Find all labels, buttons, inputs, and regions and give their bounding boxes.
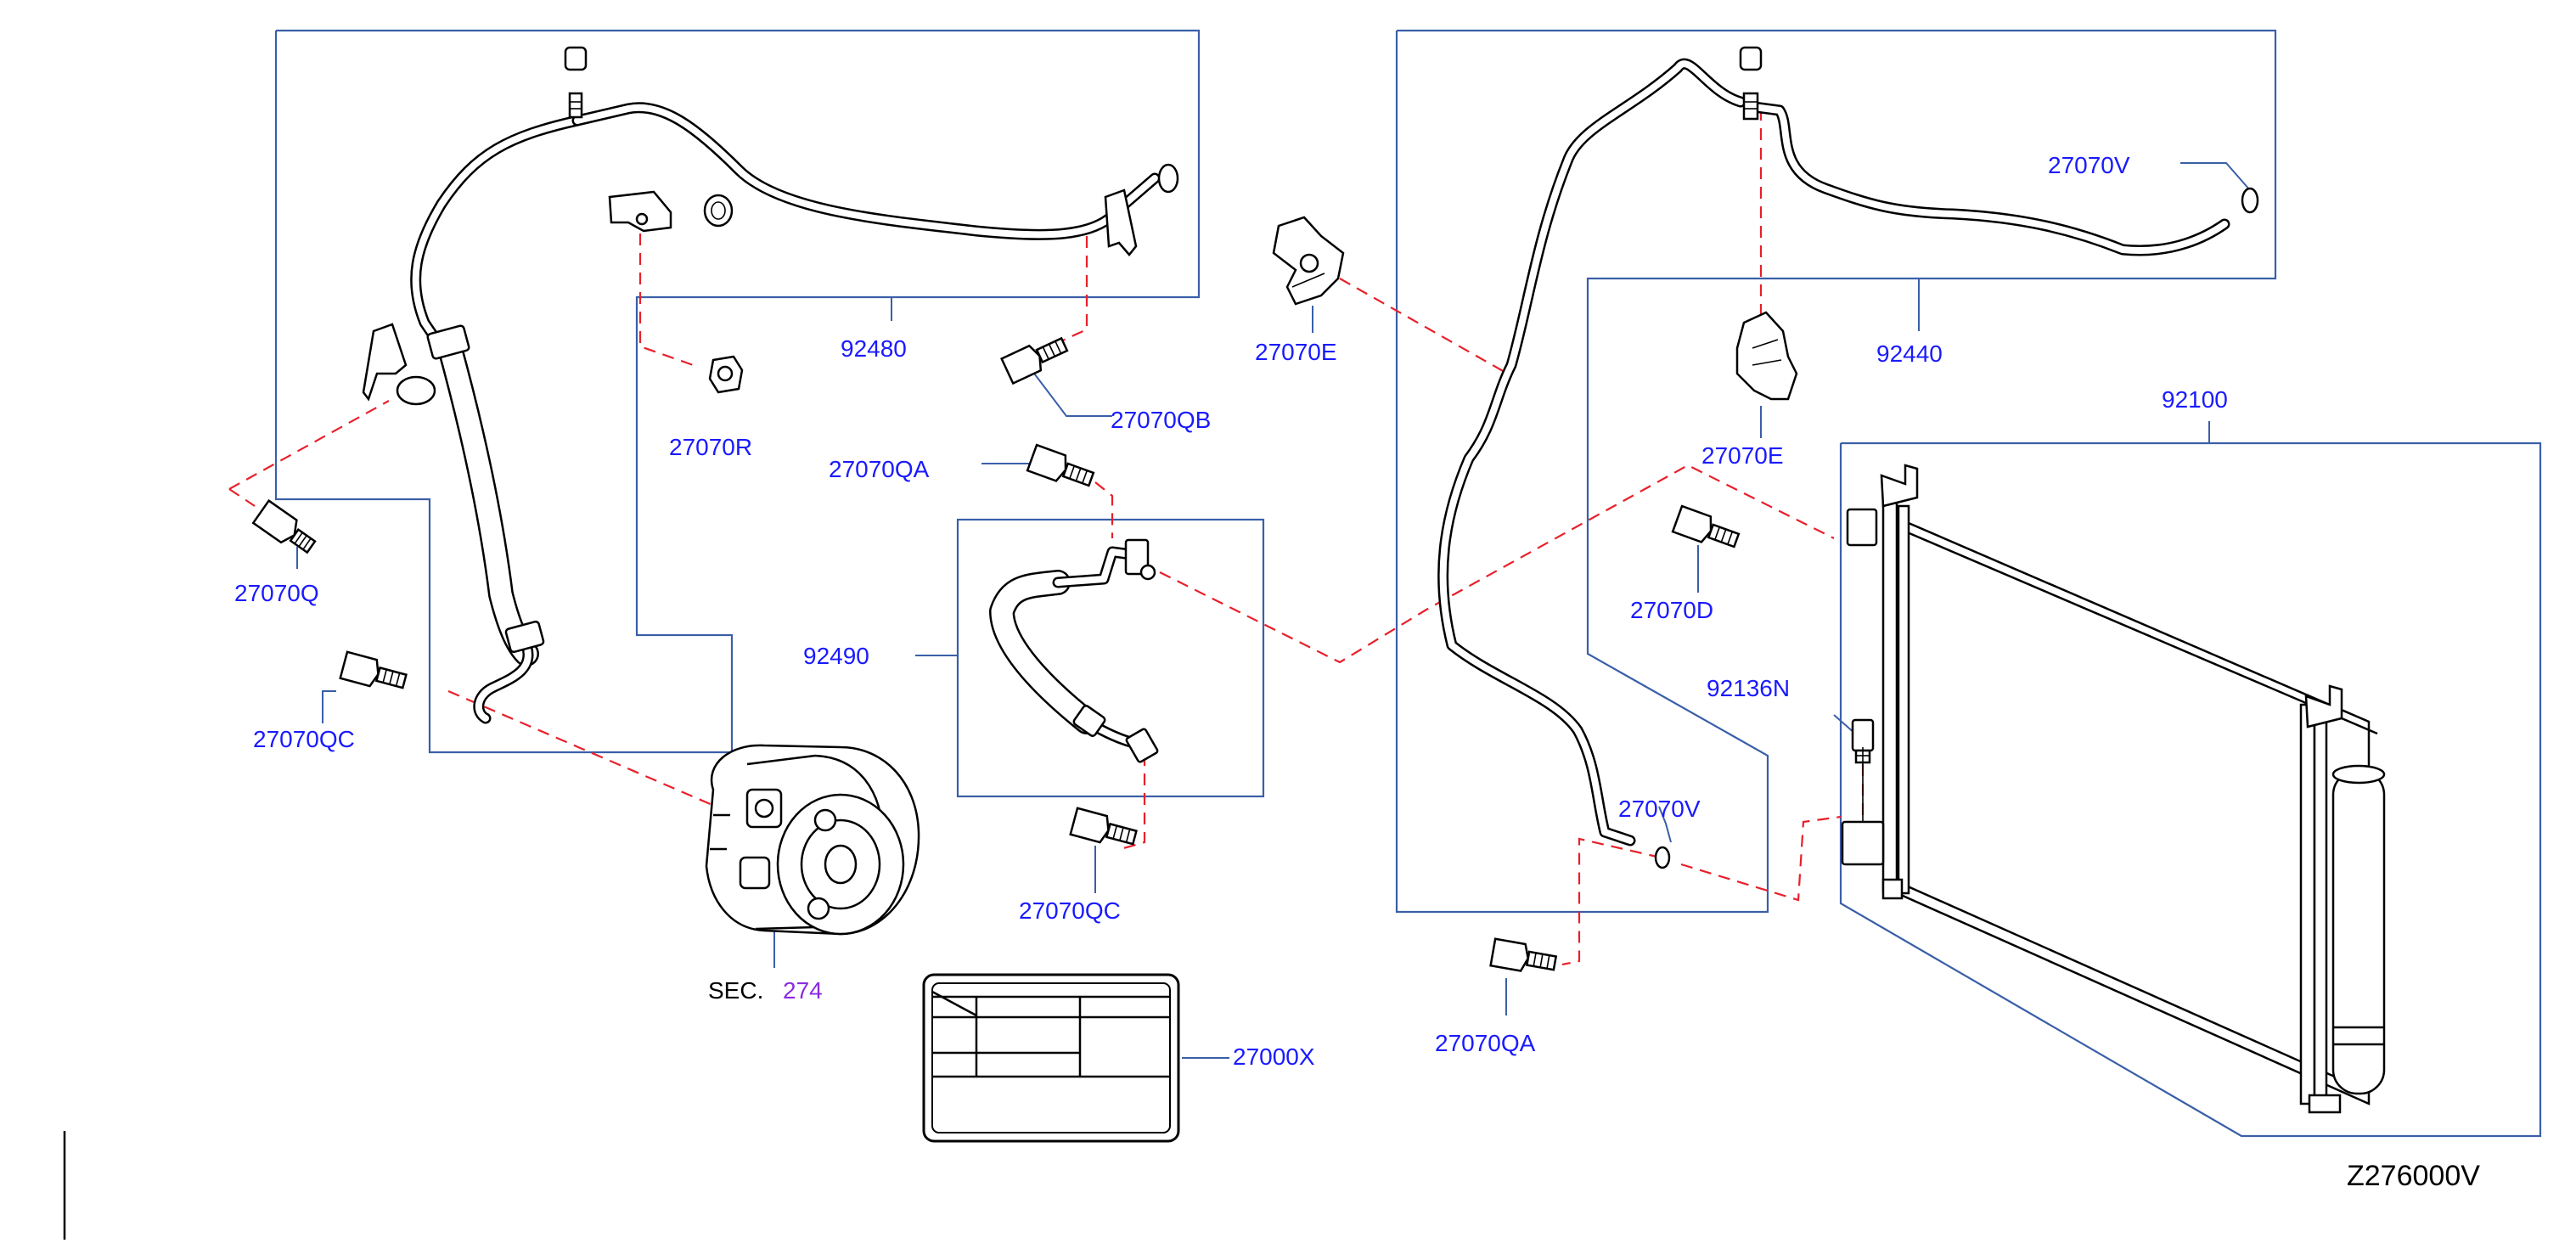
label-27070r: 27070R xyxy=(669,434,752,460)
condenser-92100 xyxy=(1841,464,2386,1114)
bolt-27070qb xyxy=(1000,336,1069,385)
clip-right xyxy=(1104,188,1138,256)
label-27070qc-mid: 27070QC xyxy=(1019,897,1121,924)
o-ring-top-left xyxy=(1157,163,1179,194)
frame-92440-top xyxy=(1395,29,2277,914)
label-92440: 92440 xyxy=(1876,340,1943,367)
cap-left xyxy=(564,46,588,119)
label-92100: 92100 xyxy=(2162,386,2228,413)
part-labels: 92480 92440 92100 92490 92136N 27070R 27… xyxy=(234,152,2480,1192)
pipe-92490 xyxy=(989,538,1159,763)
bolt-27070qc-left xyxy=(339,650,408,689)
label-92136n: 92136N xyxy=(1707,675,1790,701)
label-27070e-right: 27070E xyxy=(1701,442,1784,469)
bolt-27070qa-top xyxy=(1026,443,1095,487)
o-ring-top-right xyxy=(2241,187,2259,214)
label-27070qb: 27070QB xyxy=(1111,407,1211,433)
frame-92100 xyxy=(1839,442,2542,1138)
bracket-27070e-right xyxy=(1735,311,1798,401)
label-27070q: 27070Q xyxy=(234,580,319,606)
frame-92490 xyxy=(956,518,1265,798)
pipe-92440 xyxy=(1437,58,2230,847)
bolt-27070qa-bottom xyxy=(1489,937,1558,972)
bracket-27070e-left xyxy=(1272,216,1345,306)
label-27070v-mid: 27070V xyxy=(1618,796,1701,822)
group-frames xyxy=(274,29,2542,1138)
cap-right xyxy=(1739,46,1763,121)
label-27070qa-top: 27070QA xyxy=(829,456,930,482)
label-27070v-top: 27070V xyxy=(2048,152,2130,178)
bolt-27070d xyxy=(1671,504,1741,548)
label-27070qa-bottom: 27070QA xyxy=(1435,1030,1536,1056)
parts-small xyxy=(251,46,2259,972)
pipe-92480 xyxy=(410,102,1161,724)
label-sec-prefix: SEC. xyxy=(708,977,763,1004)
clip-left xyxy=(362,323,436,406)
frame-92480 xyxy=(274,29,1201,754)
diagram-code: Z276000V xyxy=(2347,1160,2480,1192)
o-ring-mid xyxy=(1654,846,1671,869)
label-27070qc-left: 27070QC xyxy=(253,726,355,752)
label-27000x: 27000X xyxy=(1233,1043,1315,1070)
leader-lines xyxy=(296,162,2251,1059)
label-92480: 92480 xyxy=(841,335,907,362)
label-sec-number: 274 xyxy=(783,977,823,1004)
label-92490: 92490 xyxy=(803,643,869,669)
nut-27070r xyxy=(708,355,744,394)
label-27070d: 27070D xyxy=(1630,597,1713,623)
bolt-27070q xyxy=(251,498,317,554)
label-27070e-left: 27070E xyxy=(1255,339,1337,365)
bolt-27070qc-mid xyxy=(1069,807,1138,846)
compressor-sec-274 xyxy=(705,744,920,968)
label-plate-27000x xyxy=(922,973,1180,1143)
block-fitting xyxy=(608,190,672,233)
